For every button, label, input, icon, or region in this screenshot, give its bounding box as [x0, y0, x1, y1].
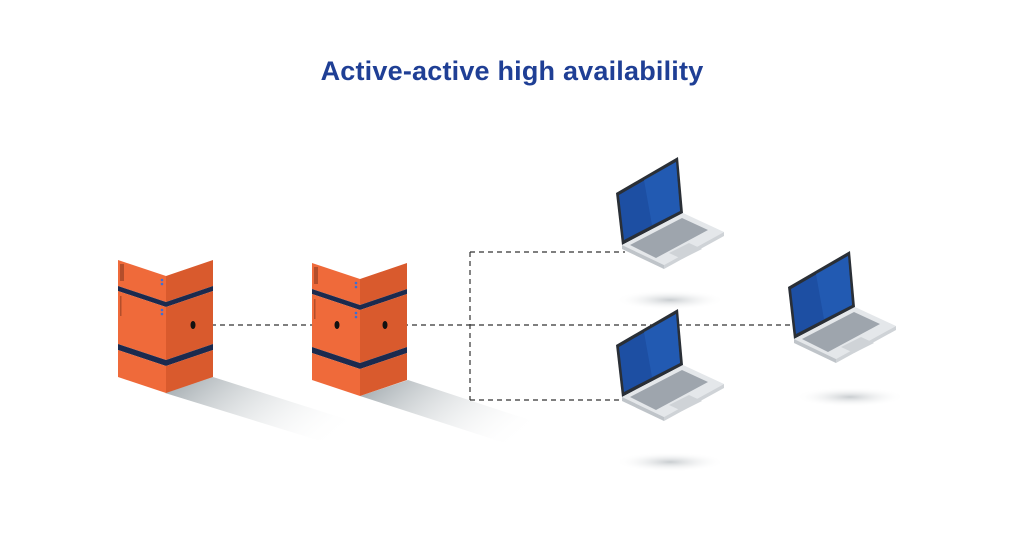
laptop-3 — [788, 251, 896, 363]
server-2-port-out — [382, 321, 388, 329]
laptop-3-shadow — [795, 387, 905, 407]
server-1 — [118, 260, 213, 393]
laptop-1-shadow — [615, 290, 725, 310]
server-1-port — [190, 321, 196, 329]
server-1-shadow — [165, 377, 380, 447]
server-2-shadow — [360, 380, 560, 448]
server-2 — [312, 263, 407, 396]
laptop-1 — [616, 157, 724, 269]
diagram-title: Active-active high availability — [320, 56, 704, 86]
laptop-2-shadow — [615, 452, 725, 472]
server-2-port-in — [334, 321, 340, 329]
laptop-2 — [616, 309, 724, 421]
